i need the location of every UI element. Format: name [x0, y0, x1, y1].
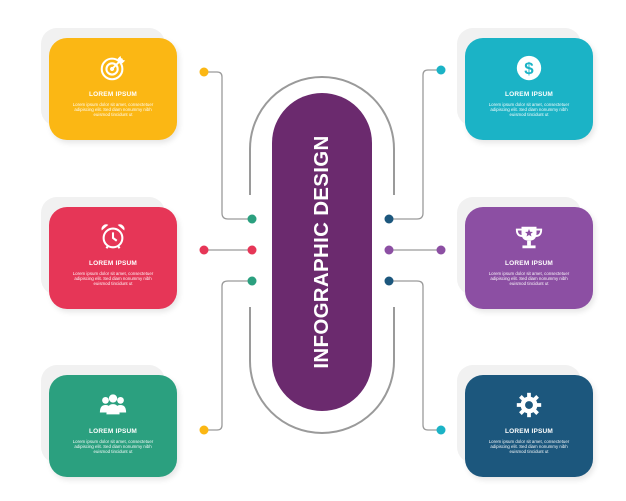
dot-outer-6	[436, 425, 446, 435]
card-target: LOREM IPSUM Lorem ipsum dolor sit amet, …	[49, 38, 177, 140]
card-title: LOREM IPSUM	[504, 260, 554, 267]
card-dollar: $ LOREM IPSUM Lorem ipsum dolor sit amet…	[465, 38, 593, 140]
dollar-icon: $	[513, 52, 545, 84]
card-title: LOREM IPSUM	[88, 260, 138, 267]
card-body: Lorem ipsum dolor sit amet, consectetuer…	[488, 270, 570, 286]
dot-inner-1	[247, 214, 257, 224]
card-title: LOREM IPSUM	[88, 428, 138, 435]
center-title: INFOGRAPHIC DESIGN	[310, 135, 333, 369]
card-alarm: LOREM IPSUM Lorem ipsum dolor sit amet, …	[49, 207, 177, 309]
dot-inner-2	[247, 245, 257, 255]
card-gear: LOREM IPSUM Lorem ipsum dolor sit amet, …	[465, 375, 593, 477]
connector-line-3	[204, 280, 252, 431]
card-body: Lorem ipsum dolor sit amet, consectetuer…	[72, 270, 154, 286]
connector-line-1	[204, 71, 252, 220]
gear-icon	[513, 389, 545, 421]
card-title: LOREM IPSUM	[504, 91, 554, 98]
center-pill	[272, 93, 372, 411]
card-body: Lorem ipsum dolor sit amet, consectetuer…	[72, 438, 154, 454]
dot-inner-5	[384, 245, 394, 255]
dot-inner-4	[384, 214, 394, 224]
team-icon	[97, 389, 129, 421]
dot-outer-4	[436, 65, 446, 75]
card-body: Lorem ipsum dolor sit amet, consectetuer…	[72, 101, 154, 117]
card-title: LOREM IPSUM	[88, 91, 138, 98]
svg-text:$: $	[524, 59, 534, 78]
card-trophy: LOREM IPSUM Lorem ipsum dolor sit amet, …	[465, 207, 593, 309]
dot-outer-2	[199, 245, 209, 255]
dot-inner-6	[384, 276, 394, 286]
alarm-clock-icon	[97, 221, 129, 253]
connector-line-4	[389, 69, 441, 220]
card-body: Lorem ipsum dolor sit amet, consectetuer…	[488, 101, 570, 117]
connector-line-6	[389, 280, 441, 431]
card-team: LOREM IPSUM Lorem ipsum dolor sit amet, …	[49, 375, 177, 477]
dot-outer-3	[199, 425, 209, 435]
card-title: LOREM IPSUM	[504, 428, 554, 435]
target-icon	[97, 52, 129, 84]
dot-inner-3	[247, 276, 257, 286]
dot-outer-5	[436, 245, 446, 255]
dot-outer-1	[199, 67, 209, 77]
trophy-icon	[513, 221, 545, 253]
card-body: Lorem ipsum dolor sit amet, consectetuer…	[488, 438, 570, 454]
